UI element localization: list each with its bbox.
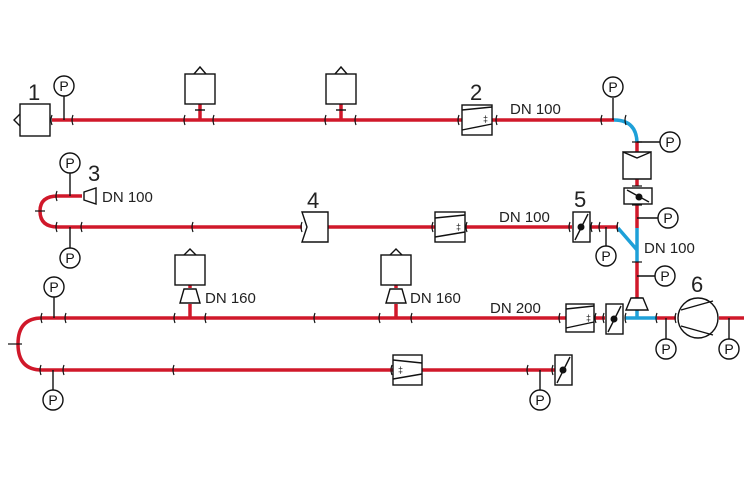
damper-5[interactable] xyxy=(572,211,591,243)
fan-6[interactable] xyxy=(677,297,719,339)
inlet-nozzle-3[interactable] xyxy=(83,187,97,205)
svg-text:‡: ‡ xyxy=(456,222,461,232)
size-label-lower-diffuser-2: DN 160 xyxy=(410,290,461,307)
component-number-2: 2 xyxy=(470,80,482,105)
pressure-gauges: P P P P P P P xyxy=(42,75,740,411)
svg-text:P: P xyxy=(661,341,670,357)
svg-text:‡: ‡ xyxy=(398,365,403,375)
pipe-lower-bend xyxy=(16,316,555,372)
pipe-upper-bend xyxy=(38,194,302,229)
component-number-6: 6 xyxy=(691,272,703,297)
svg-text:P: P xyxy=(535,392,544,408)
size-label-lower-diffuser-1: DN 160 xyxy=(205,290,256,307)
component-number-4: 4 xyxy=(307,188,319,213)
component-number-5: 5 xyxy=(574,187,586,212)
size-label-lower-run: DN 200 xyxy=(490,300,541,317)
pressure-gauge[interactable]: P xyxy=(655,318,677,360)
diffuser-top-1[interactable] xyxy=(184,65,216,111)
pressure-gauge[interactable]: P xyxy=(718,318,740,360)
damper-riser[interactable] xyxy=(623,187,653,205)
size-label-upper-inlet: DN 100 xyxy=(102,189,153,206)
elbow-top-right xyxy=(613,118,639,143)
pressure-gauge[interactable]: P xyxy=(529,370,551,411)
svg-text:P: P xyxy=(665,134,674,150)
size-label-top-run: DN 100 xyxy=(510,101,561,118)
diffuser-lower-1[interactable] xyxy=(174,248,206,304)
reducer-riser-bottom[interactable] xyxy=(624,297,650,311)
pressure-gauge[interactable]: P xyxy=(637,131,681,153)
svg-text:P: P xyxy=(49,279,58,295)
component-number-1: 1 xyxy=(28,80,40,105)
hood-unit-4[interactable] xyxy=(301,211,329,243)
end-unit-1[interactable] xyxy=(13,103,51,137)
damper-lower-run[interactable] xyxy=(605,303,624,335)
svg-text:P: P xyxy=(65,250,74,266)
silencer-lower-run[interactable]: ‡ xyxy=(565,303,595,333)
pressure-gauge[interactable]: P xyxy=(637,265,676,287)
diffuser-lower-2[interactable] xyxy=(380,248,412,304)
svg-text:P: P xyxy=(724,341,733,357)
diffuser-top-2[interactable] xyxy=(325,65,357,111)
pressure-gauge[interactable]: P xyxy=(42,370,64,411)
svg-text:P: P xyxy=(601,248,610,264)
pressure-gauge[interactable]: P xyxy=(595,227,617,267)
pressure-gauge[interactable]: P xyxy=(59,152,81,196)
silencer-upper-branch[interactable]: ‡ xyxy=(434,211,466,243)
svg-text:P: P xyxy=(65,155,74,171)
size-label-riser: DN 100 xyxy=(644,240,695,257)
svg-text:P: P xyxy=(59,78,68,94)
tee-lower xyxy=(625,310,657,320)
svg-text:P: P xyxy=(608,79,617,95)
size-label-upper-run: DN 100 xyxy=(499,209,550,226)
pipe-network xyxy=(16,104,744,372)
svg-text:‡: ‡ xyxy=(586,313,591,323)
pressure-gauge[interactable]: P xyxy=(602,76,624,120)
damper-lower-return[interactable] xyxy=(554,354,573,386)
svg-text:P: P xyxy=(48,392,57,408)
silencer-2[interactable]: ‡ xyxy=(461,104,493,136)
silencer-lower-return[interactable]: ‡ xyxy=(392,354,423,386)
pressure-gauge[interactable]: P xyxy=(53,75,75,120)
pressure-gauge[interactable]: P xyxy=(43,276,65,318)
hood-unit-riser[interactable] xyxy=(622,150,652,180)
tee-riser xyxy=(616,226,639,262)
svg-text:P: P xyxy=(660,268,669,284)
svg-text:P: P xyxy=(663,210,672,226)
pressure-gauge[interactable]: P xyxy=(59,227,81,269)
component-number-3: 3 xyxy=(88,161,100,186)
flanges xyxy=(8,114,677,376)
svg-text:‡: ‡ xyxy=(483,114,488,124)
pressure-gauge[interactable]: P xyxy=(637,207,679,229)
